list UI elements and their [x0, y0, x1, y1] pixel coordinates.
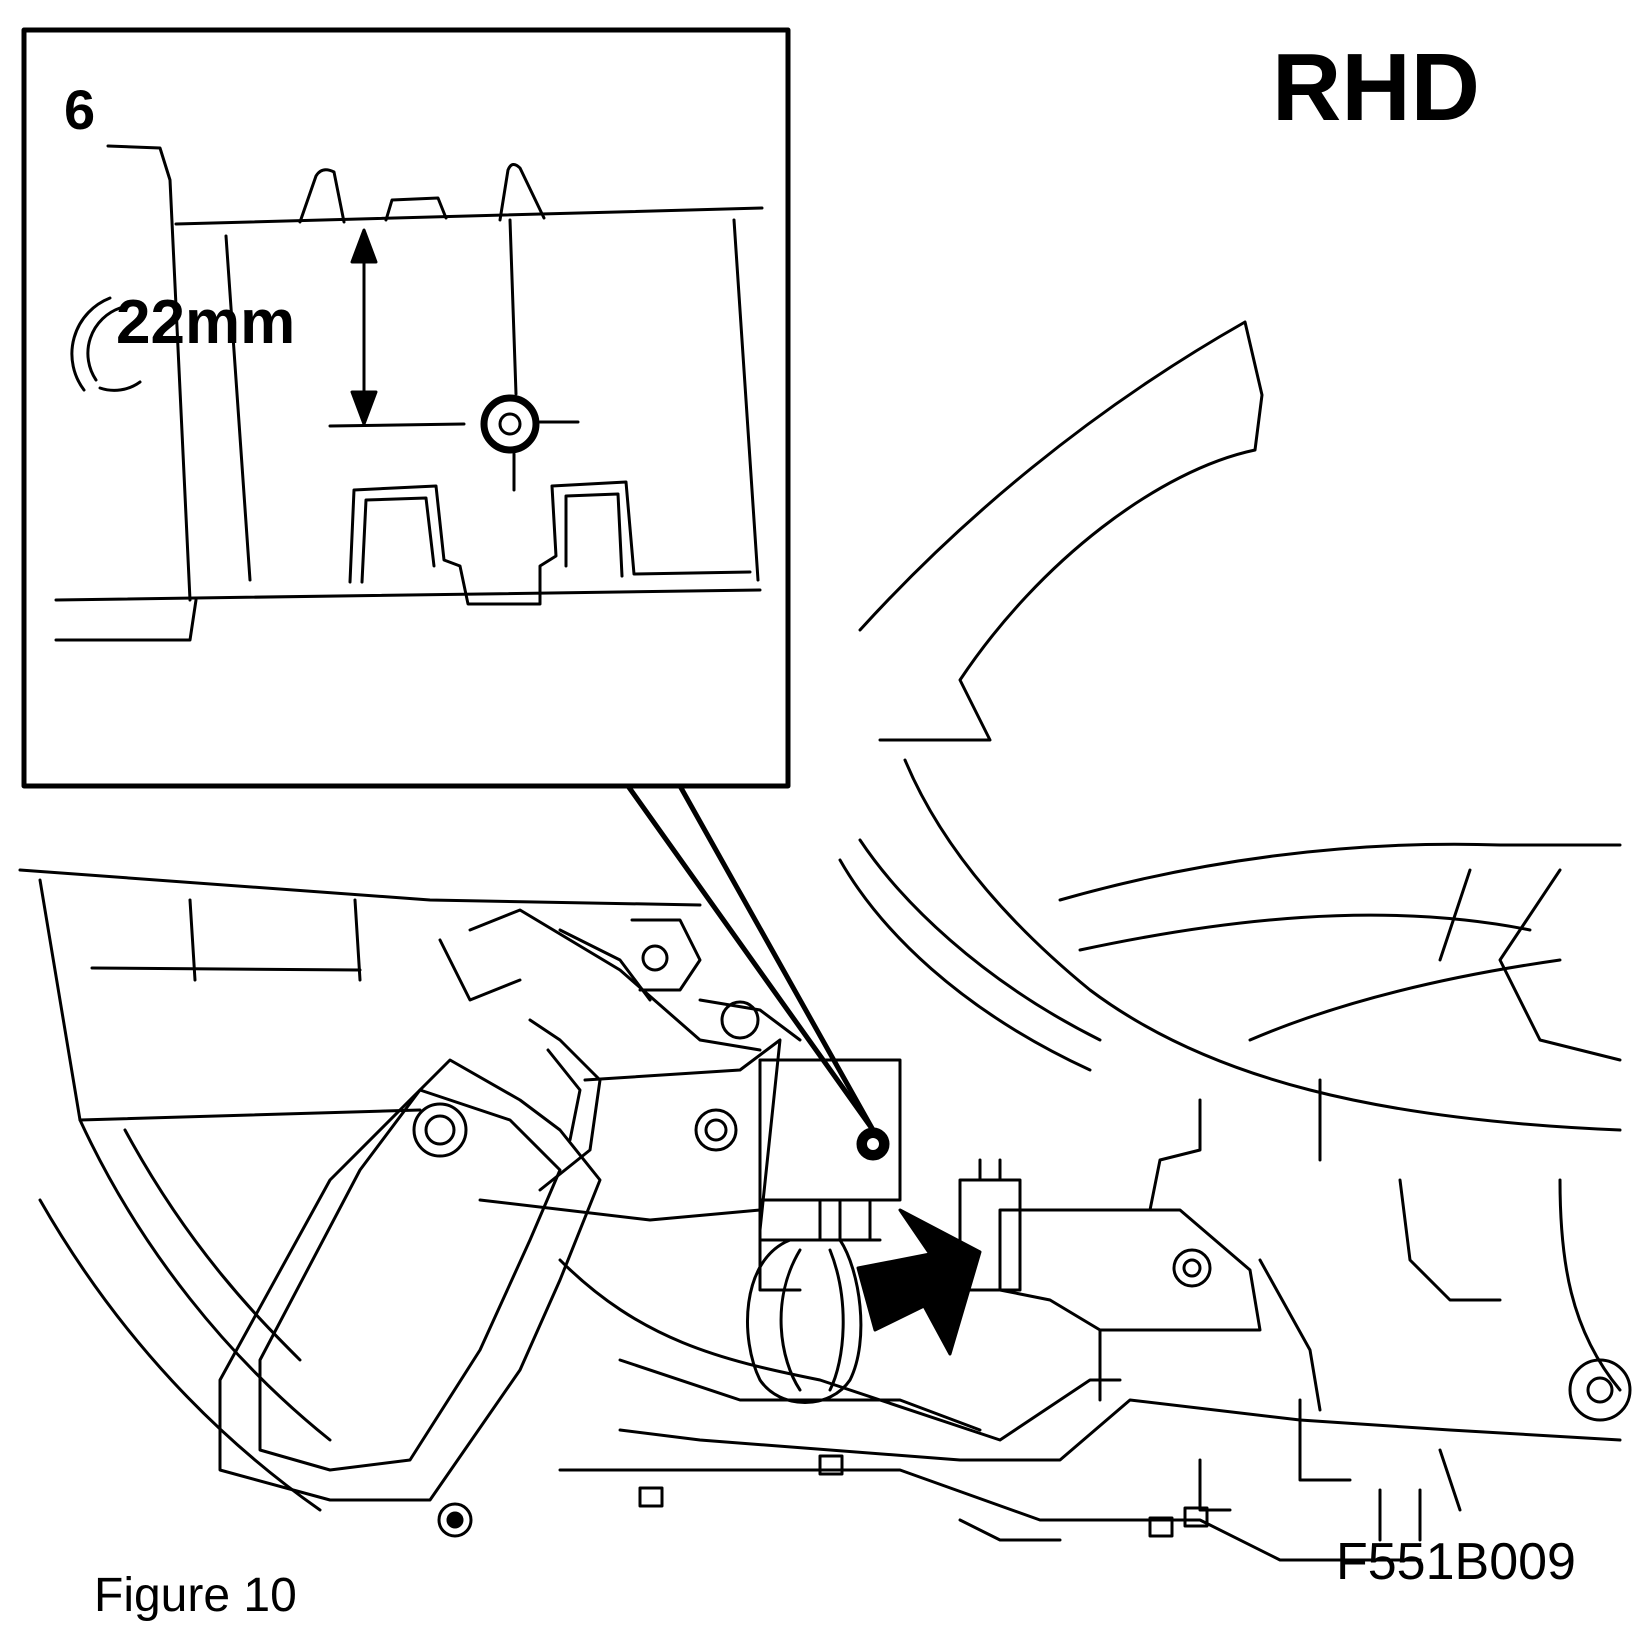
inset-leader: [625, 783, 876, 1133]
dash-structure: [838, 320, 1622, 1132]
lower-frame: [558, 1078, 1632, 1562]
screw-icon: [437, 1502, 473, 1538]
direction-arrow: [856, 1208, 982, 1356]
view-label: RHD: [1272, 34, 1480, 141]
dimension-arrow: [350, 228, 378, 426]
switch-block: [694, 1058, 902, 1292]
pivot-mechanism: [438, 908, 802, 1052]
callout-number: 6: [64, 78, 96, 141]
detail-inset: [21, 27, 791, 789]
dashboard-body: [18, 868, 702, 1512]
figure-code: F551B009: [1336, 1533, 1576, 1591]
connector-plug: [746, 1238, 863, 1404]
pedal-bracket: [218, 1018, 782, 1502]
bolt-icon: [638, 1486, 664, 1508]
dimension-label: 22mm: [116, 288, 296, 357]
fasteners: [437, 1454, 1209, 1538]
figure-caption: Figure 10: [94, 1569, 297, 1622]
